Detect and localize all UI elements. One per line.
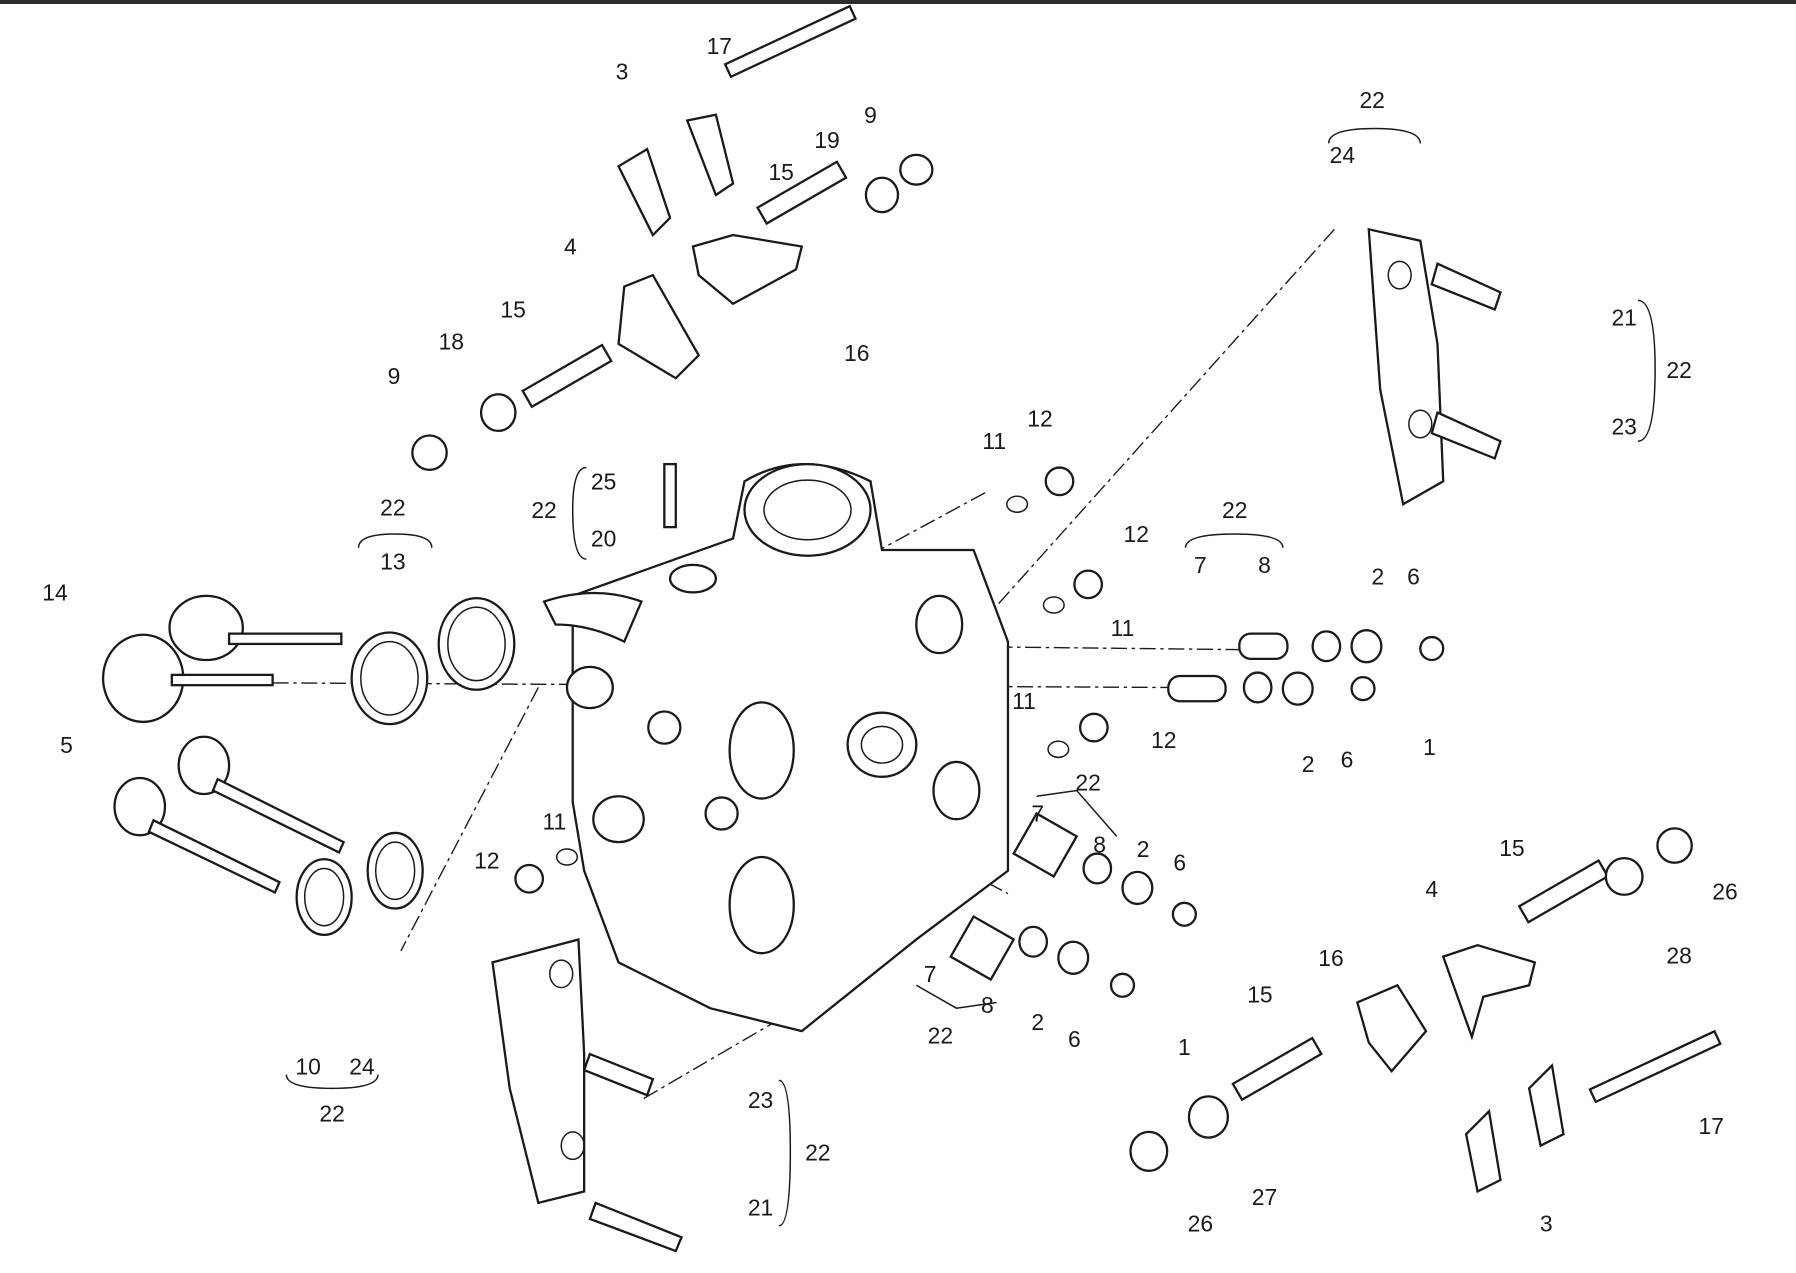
- callout-label: 2: [1372, 563, 1385, 589]
- callout-label: 22: [928, 1023, 953, 1049]
- callout-label: 22: [1075, 770, 1100, 796]
- plugs-and-washers: [514, 462, 1109, 894]
- callout-label: 22: [531, 497, 556, 523]
- callout-label: 22: [1359, 87, 1384, 113]
- callout-label: 27: [1252, 1184, 1277, 1210]
- callout-label: 22: [1222, 497, 1247, 523]
- callout-label: 11: [982, 428, 1006, 454]
- callout-label: 9: [388, 363, 401, 389]
- callout-label: 18: [439, 329, 464, 355]
- callout-label: 28: [1666, 943, 1691, 969]
- callout-label: 15: [1247, 981, 1272, 1007]
- camshaft-supports: [491, 227, 1502, 1253]
- callout-label: 1: [1423, 734, 1436, 760]
- callout-label: 14: [42, 579, 68, 605]
- callout-label: 26: [1188, 1211, 1213, 1237]
- callout-label: 12: [1124, 521, 1149, 547]
- cylinder-head: [542, 462, 1010, 1033]
- callout-label: 2: [1137, 836, 1150, 862]
- callout-label: 15: [500, 297, 525, 323]
- callout-label: 12: [1027, 405, 1052, 431]
- callout-label: 11: [1111, 615, 1135, 641]
- callout-label: 16: [1318, 945, 1343, 971]
- callout-label: 7: [1031, 800, 1044, 826]
- callout-label: 10: [295, 1054, 320, 1080]
- callout-label: 7: [924, 961, 937, 987]
- valve-guides: [949, 629, 1445, 998]
- callout-label: 6: [1407, 563, 1420, 589]
- callout-label: 6: [1173, 850, 1186, 876]
- callout-label: 13: [380, 548, 405, 574]
- callout-label: 25: [591, 468, 616, 494]
- rocker-arms: [411, 4, 1722, 1194]
- callout-label: 3: [1540, 1211, 1553, 1237]
- callout-label: 24: [1330, 142, 1356, 168]
- callout-label: 9: [864, 102, 877, 128]
- callout-label: 11: [1012, 688, 1036, 714]
- callout-label: 22: [805, 1140, 830, 1166]
- callout-label: 23: [748, 1087, 773, 1113]
- callout-label: 8: [1258, 552, 1271, 578]
- callout-label: 12: [474, 847, 499, 873]
- callout-label: 23: [1611, 413, 1636, 439]
- callout-label: 11: [542, 809, 566, 835]
- callout-label: 17: [1699, 1113, 1724, 1139]
- callout-label: 5: [60, 732, 73, 758]
- callout-label: 26: [1712, 878, 1737, 904]
- callout-label: 8: [1093, 831, 1106, 857]
- callout-label: 22: [380, 495, 405, 521]
- callout-label: 20: [591, 526, 616, 552]
- callout-label: 2: [1302, 751, 1315, 777]
- valve-seats: [295, 596, 516, 937]
- callout-label: 19: [814, 127, 839, 153]
- callout-label: 1: [1178, 1034, 1191, 1060]
- callout-label: 3: [616, 58, 629, 84]
- callout-label: 15: [768, 159, 793, 185]
- callout-label: 4: [564, 234, 577, 260]
- callout-label: 22: [319, 1101, 344, 1127]
- callout-label: 7: [1194, 552, 1207, 578]
- valves: [101, 594, 346, 895]
- callout-label: 6: [1341, 747, 1354, 773]
- callout-label: 24: [349, 1054, 375, 1080]
- callout-label: 4: [1425, 876, 1438, 902]
- callout-label: 16: [844, 340, 869, 366]
- callout-label: 6: [1068, 1026, 1081, 1052]
- callout-label: 12: [1151, 727, 1176, 753]
- callout-label: 8: [981, 992, 994, 1018]
- top-border: [0, 0, 1796, 4]
- callout-label: 21: [748, 1195, 773, 1221]
- grouping-braces: [285, 127, 1656, 1227]
- callout-label: 21: [1611, 305, 1636, 331]
- callout-label: 15: [1499, 835, 1524, 861]
- callout-label: 17: [707, 33, 732, 59]
- callout-label: 2: [1031, 1009, 1044, 1035]
- callout-label: 22: [1666, 357, 1691, 383]
